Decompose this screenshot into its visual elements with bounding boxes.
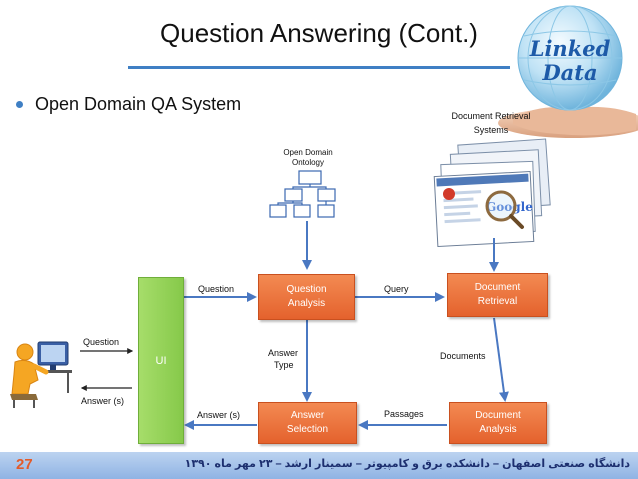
- edge-label-documents: Documents: [440, 351, 486, 361]
- browser-windows-icon: Google: [433, 138, 551, 247]
- document-analysis-line2: Analysis: [479, 424, 517, 435]
- title-underline: [128, 66, 510, 69]
- question-analysis-node: Question Analysis: [258, 274, 355, 320]
- bullet-dot: [16, 101, 23, 108]
- flow-arrows: [184, 221, 509, 430]
- edge-label-question: Question: [198, 284, 235, 294]
- footer-bar: [0, 452, 638, 479]
- bullet-item: Open Domain QA System: [16, 94, 241, 115]
- edge-label-answer-type-line1: Answer: [268, 348, 299, 358]
- user-at-computer-icon: [10, 341, 72, 408]
- answer-selection-line2: Selection: [286, 424, 329, 435]
- page-number: 27: [16, 456, 33, 473]
- edge-label-user-question: Question: [83, 337, 120, 347]
- ontology-tree-icon: [269, 170, 336, 218]
- question-analysis-line1: Question: [286, 284, 327, 295]
- document-analysis-line1: Document: [475, 410, 521, 421]
- google-logo-text: Google: [486, 200, 533, 214]
- hand-palm: [513, 106, 636, 136]
- linked-data-logo: Linked Data: [498, 5, 638, 138]
- ui-node: UI: [138, 277, 184, 444]
- edge-label-query: Query: [384, 284, 409, 294]
- ontology-label-line2: Ontology: [291, 158, 325, 167]
- retrieval-systems-label: Document Retrieval Systems: [426, 109, 556, 137]
- retrieval-systems-label-line2: Systems: [473, 125, 509, 135]
- magnifier-icon: [485, 190, 517, 222]
- logo-text-linked: Linked: [529, 36, 611, 61]
- answer-selection-line1: Answer: [290, 410, 325, 421]
- logo-text-data: Data: [541, 60, 597, 85]
- edge-label-answer: Answer (s): [197, 410, 241, 420]
- arrow-retrieval-to-analysis: [493, 317, 509, 402]
- edge-label-user-answer: Answer (s): [81, 396, 125, 406]
- edge-label-answer-type: Answer Type: [268, 347, 308, 371]
- bullet-text: Open Domain QA System: [35, 94, 242, 114]
- document-analysis-node: Document Analysis: [449, 402, 547, 444]
- edge-label-answer-type-line2: Type: [274, 360, 294, 370]
- footer-text: دانشگاه صنعتی اصفهان – دانشکده برق و کام…: [184, 458, 630, 470]
- edge-label-passages: Passages: [384, 409, 424, 419]
- ontology-label: Open Domain Ontology: [270, 148, 346, 168]
- document-retrieval-node: Document Retrieval: [447, 273, 548, 317]
- document-retrieval-line2: Retrieval: [477, 296, 518, 307]
- answer-selection-node: Answer Selection: [258, 402, 357, 444]
- retrieval-systems-label-line1: Document Retrieval: [451, 111, 531, 121]
- ontology-label-line1: Open Domain: [283, 148, 333, 157]
- document-retrieval-line1: Document: [474, 282, 521, 293]
- ui-node-label: UI: [155, 354, 167, 367]
- slide-title: Question Answering (Cont.): [160, 18, 478, 48]
- question-analysis-line2: Analysis: [287, 298, 326, 309]
- user-arrows: [80, 348, 134, 391]
- globe-grid: [518, 5, 622, 111]
